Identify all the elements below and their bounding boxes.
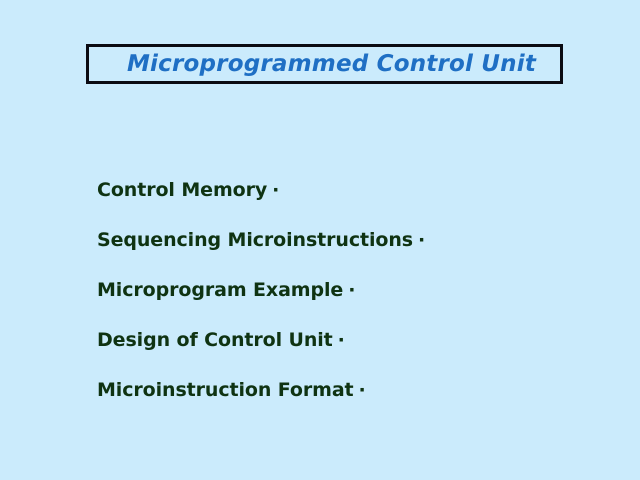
list-item-label: Control Memory [97,179,268,201]
list-item-label: Design of Control Unit [97,329,333,351]
list-item: Sequencing Microinstructions· [97,225,567,275]
list-item: Microinstruction Format· [97,375,567,425]
list-item-label: Microprogram Example [97,279,344,301]
bullet-dot-icon: · [348,279,356,301]
list-item: Microprogram Example· [97,275,567,325]
bullet-dot-icon: · [358,379,366,401]
page-title: Microprogrammed Control Unit [126,50,537,77]
list-item: Design of Control Unit· [97,325,567,375]
bullet-dot-icon: · [337,329,345,351]
list-item-label: Sequencing Microinstructions [97,229,414,251]
topic-list: Control Memory· Sequencing Microinstruct… [97,175,567,425]
bullet-dot-icon: · [418,229,426,251]
title-box: Microprogrammed Control Unit [86,44,563,84]
list-item-label: Microinstruction Format [97,379,354,401]
list-item: Control Memory· [97,175,567,225]
bullet-dot-icon: · [272,179,280,201]
